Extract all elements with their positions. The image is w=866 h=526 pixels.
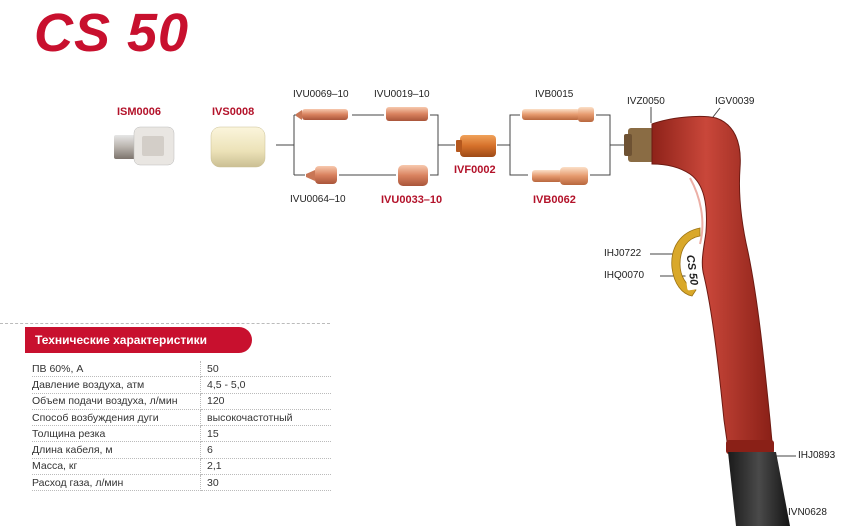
ivb0062-part xyxy=(532,167,588,185)
spec-label: Толщина резка xyxy=(32,425,201,443)
spec-label: Способ возбуждения дуги xyxy=(32,409,201,427)
specs-heading: Технические характеристики xyxy=(25,327,252,353)
connector-lines xyxy=(276,107,796,514)
part-code-ivn0628: IVN0628 xyxy=(788,507,827,518)
ism0006-part xyxy=(114,126,175,166)
spec-value: 30 xyxy=(200,474,331,492)
spec-value: 4,5 - 5,0 xyxy=(200,376,331,394)
page-title: CS 50 xyxy=(34,3,190,63)
spec-value: высокочастотный xyxy=(200,409,331,427)
ihq0070-trigger xyxy=(671,227,701,297)
ivs0008-part xyxy=(210,126,266,168)
ivf0002-part xyxy=(456,135,496,157)
part-code-ihj0722: IHJ0722 xyxy=(604,248,642,259)
part-code-ivb0015: IVB0015 xyxy=(535,89,574,100)
torch-body xyxy=(624,115,790,526)
spec-label: Давление воздуха, атм xyxy=(32,376,201,394)
part-code-ivf0002: IVF0002 xyxy=(454,164,496,176)
ivu0064-part xyxy=(306,166,337,184)
part-code-ihq0070: IHQ0070 xyxy=(604,270,645,281)
part-code-ivs0008: IVS0008 xyxy=(212,106,255,118)
part-code-ivu0064: IVU0064–10 xyxy=(290,194,346,205)
part-code-ivu0069: IVU0069–10 xyxy=(293,89,349,100)
ivu0033-part xyxy=(398,165,428,186)
part-code-ism0006: ISM0006 xyxy=(117,106,162,118)
spec-label: ПВ 60%, А xyxy=(32,361,201,378)
spec-value: 2,1 xyxy=(200,458,331,476)
part-code-ivb0062: IVB0062 xyxy=(533,194,576,206)
part-code-igv0039: IGV0039 xyxy=(715,96,755,107)
spec-value: 50 xyxy=(200,361,331,378)
spec-value: 120 xyxy=(200,393,331,410)
spec-label: Масса, кг xyxy=(32,458,201,476)
part-code-ivu0033: IVU0033–10 xyxy=(381,194,443,206)
spec-label: Расход газа, л/мин xyxy=(32,474,201,492)
ivu0019-part xyxy=(386,107,428,121)
part-code-ivz0050: IVZ0050 xyxy=(627,96,665,107)
ivu0069-part xyxy=(296,109,348,120)
spec-value: 6 xyxy=(200,441,331,459)
spec-label: Длина кабеля, м xyxy=(32,441,201,459)
part-code-ihj0893: IHJ0893 xyxy=(798,450,836,461)
part-code-ivu0019: IVU0019–10 xyxy=(374,89,430,100)
ivb0015-part xyxy=(522,107,594,122)
specs-divider xyxy=(0,323,330,324)
spec-value: 15 xyxy=(200,425,331,443)
spec-label: Объем подачи воздуха, л/мин xyxy=(32,393,201,410)
